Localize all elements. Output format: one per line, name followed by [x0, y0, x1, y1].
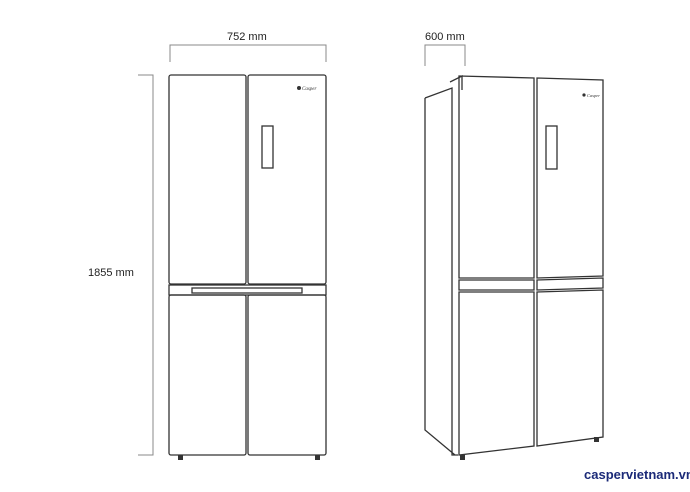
- foot: [460, 455, 465, 460]
- bottom-right-door: [247, 294, 327, 456]
- top-left-door: [168, 74, 247, 285]
- height-label: 1855 mm: [88, 267, 134, 279]
- handle-bar: [191, 287, 303, 294]
- width-label: 752 mm: [227, 31, 267, 43]
- middle-handle-strip: [168, 284, 327, 296]
- top-right-door: [247, 74, 327, 285]
- foot: [178, 455, 183, 460]
- side-panel: [424, 87, 458, 456]
- height-dimension-bracket: [138, 74, 154, 456]
- bottom-right-door: [536, 289, 604, 447]
- bottom-left-door: [458, 291, 535, 456]
- front-view-refrigerator: Casper: [168, 74, 327, 460]
- bottom-left-door: [168, 294, 247, 456]
- foot: [594, 437, 599, 442]
- top-right-door: [536, 77, 604, 279]
- middle-handle-strip: [458, 277, 604, 291]
- depth-label: 600 mm: [425, 31, 465, 43]
- website-link[interactable]: caspervietnam.vn: [584, 467, 690, 482]
- casper-logo: Casper: [297, 86, 317, 92]
- svg-text:Casper: Casper: [302, 87, 317, 92]
- svg-text:Casper: Casper: [587, 93, 600, 98]
- water-dispenser: [545, 125, 558, 170]
- depth-dimension-bracket: [424, 44, 466, 66]
- casper-logo: Casper: [582, 93, 600, 98]
- water-dispenser: [261, 125, 274, 169]
- top-left-door: [458, 75, 535, 279]
- perspective-view-refrigerator: Casper: [424, 74, 604, 460]
- width-dimension-bracket: [169, 44, 327, 62]
- foot: [315, 455, 320, 460]
